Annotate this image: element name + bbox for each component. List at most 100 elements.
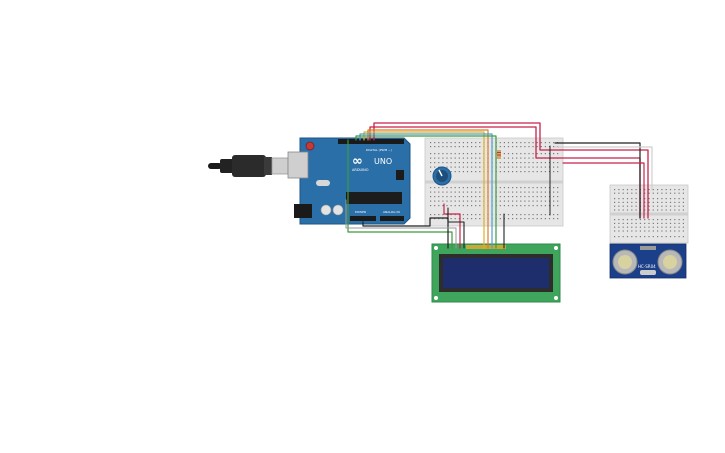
breadboard-hole [434, 196, 436, 198]
potentiometer[interactable] [432, 166, 452, 186]
breadboard-hole [626, 236, 629, 238]
breadboard-hole [553, 146, 555, 148]
breadboard-hole [678, 198, 680, 200]
breadboard-hole [471, 218, 473, 220]
breadboard-hole [458, 218, 460, 220]
breadboard-hole [479, 187, 481, 189]
wire-gray[interactable] [554, 146, 653, 191]
breadboard-hole [458, 196, 460, 198]
breadboard-hole [528, 157, 530, 159]
breadboard-hole [614, 209, 616, 211]
breadboard-hole [475, 205, 477, 207]
breadboard-hole [520, 200, 522, 202]
breadboard-hole [466, 171, 469, 173]
breadboard-hole [524, 146, 526, 148]
breadboard-hole [479, 162, 481, 164]
breadboard-hole [507, 166, 510, 168]
atmega-chip [346, 192, 402, 204]
breadboard-hole [499, 191, 501, 193]
breadboard-hole [661, 222, 663, 224]
breadboard-hole [450, 191, 452, 193]
breadboard-hole [466, 187, 469, 189]
breadboard-hole [553, 214, 555, 216]
ultrasonic-sensor[interactable]: HC-SR04 [609, 243, 687, 279]
wire-orange[interactable] [367, 129, 489, 249]
breadboard-hole [648, 236, 650, 238]
breadboard-hole [648, 198, 650, 200]
breadboard-hole [644, 201, 646, 203]
breadboard-hole [644, 189, 646, 191]
wire-pink[interactable] [562, 162, 645, 219]
breadboard-hole [682, 230, 684, 232]
breadboard-hole [434, 157, 436, 159]
breadboard-hole [540, 218, 542, 220]
wires [345, 122, 653, 249]
breadboard-hole [652, 205, 654, 207]
breadboard-small[interactable] [609, 184, 689, 244]
breadboard-hole [475, 187, 477, 189]
breadboard-hole [507, 205, 510, 207]
breadboard-hole [657, 226, 659, 228]
breadboard-hole [479, 214, 481, 216]
breadboard-hole [446, 153, 448, 155]
breadboard-hole [622, 209, 624, 211]
breadboard-hole [553, 191, 555, 193]
breadboard-hole [466, 153, 469, 155]
breadboard-hole [499, 171, 501, 173]
wire-blue[interactable] [359, 133, 493, 249]
breadboard-hole [528, 166, 530, 168]
wire-pink[interactable] [443, 203, 461, 249]
breadboard-hole [536, 191, 538, 193]
lcd-display[interactable] [431, 243, 561, 303]
breadboard-hole [557, 214, 559, 216]
breadboard-hole [499, 142, 501, 144]
capacitor-icon [332, 204, 344, 216]
breadboard-hole [479, 200, 481, 202]
breadboard-hole [644, 222, 646, 224]
wire-green[interactable] [347, 139, 453, 249]
breadboard-hole [516, 196, 518, 198]
wire-green[interactable] [355, 135, 497, 249]
breadboard-hole [471, 171, 473, 173]
breadboard-hole [471, 142, 473, 144]
breadboard-hole [450, 200, 452, 202]
usb-cable[interactable] [208, 155, 289, 177]
breadboard-hole [682, 219, 684, 221]
wire-black[interactable] [447, 207, 465, 249]
breadboard-hole [614, 189, 616, 191]
breadboard-hole [614, 192, 616, 194]
breadboard-hole [507, 214, 510, 216]
breadboard-hole [614, 226, 616, 228]
wire-red[interactable] [373, 122, 649, 219]
breadboard-hole [540, 153, 542, 155]
breadboard-hole [438, 146, 440, 148]
breadboard-hole [669, 222, 672, 224]
wire-gray[interactable] [345, 199, 457, 249]
breadboard-hole [618, 226, 620, 228]
breadboard-hole [442, 205, 444, 207]
breadboard-hole [678, 230, 680, 232]
breadboard-hole [626, 219, 629, 221]
breadboard-hole [536, 162, 538, 164]
breadboard-hole [450, 157, 452, 159]
digital-label: DIGITAL (PWM ~) [366, 148, 392, 152]
breadboard-hole [499, 205, 501, 207]
wire-black[interactable] [554, 142, 641, 219]
breadboard-hole [618, 192, 620, 194]
breadboard-hole [540, 191, 542, 193]
wire-black[interactable] [362, 217, 449, 249]
breadboard-hole [674, 192, 676, 194]
breadboard-hole [631, 230, 633, 232]
arduino-uno-board[interactable]: ∞ UNO ARDUINO DIGITAL (PWM ~) POWER ANAL… [287, 137, 411, 225]
breadboard-hole [524, 142, 526, 144]
breadboard-hole [639, 236, 641, 238]
breadboard-hole [631, 236, 633, 238]
breadboard-hole [446, 187, 448, 189]
breadboard-hole [503, 157, 505, 159]
reset-button[interactable] [305, 141, 315, 151]
breadboard-hole [614, 236, 616, 238]
breadboard-hole [516, 146, 518, 148]
breadboard-hole [532, 214, 534, 216]
breadboard-hole [652, 222, 654, 224]
breadboard-hole [479, 157, 481, 159]
